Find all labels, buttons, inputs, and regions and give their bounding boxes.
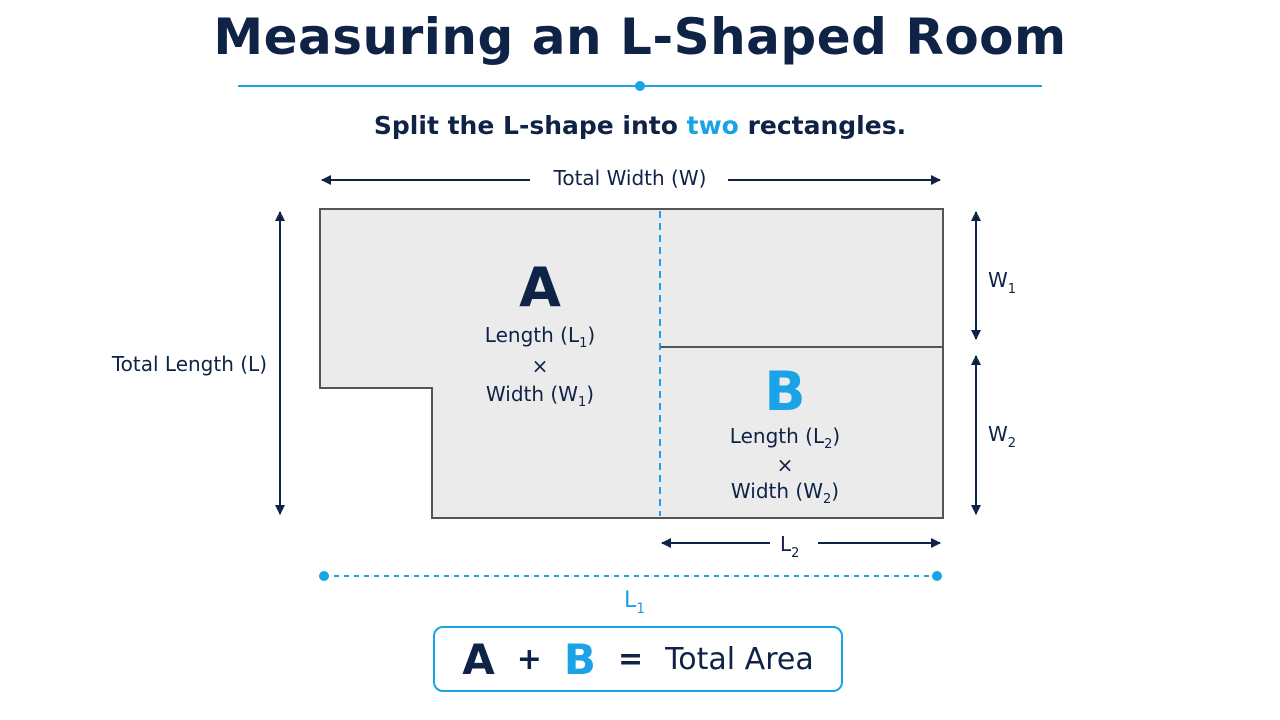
w1-label-main: W	[988, 268, 1008, 292]
section-a-times: ×	[532, 354, 549, 378]
l1-label-sub: 1	[636, 601, 645, 617]
equation-b: B	[563, 634, 596, 684]
w2-label-sub: 2	[1008, 436, 1016, 451]
l1-dot-left	[319, 571, 329, 581]
page-title: Measuring an L-Shaped Room	[213, 8, 1067, 66]
section-b-width: Width (W2)	[731, 479, 839, 507]
section-b-length-close: )	[832, 424, 840, 448]
section-b-width-main: Width (W	[731, 479, 823, 503]
total-length-label: Total Length (L)	[111, 352, 267, 376]
section-b-width-close: )	[831, 479, 839, 503]
section-a-width: Width (W1)	[486, 382, 594, 410]
l1-dot-right	[932, 571, 942, 581]
section-a-length-close: )	[587, 323, 595, 347]
section-b-letter: B	[764, 360, 805, 423]
l1-label: L1	[624, 588, 645, 617]
w2-label: W2	[988, 422, 1016, 451]
equation-plus: +	[516, 641, 542, 677]
section-b-times: ×	[777, 453, 794, 477]
section-b-length: Length (L2)	[730, 424, 840, 452]
subtitle: Split the L-shape into two rectangles.	[0, 111, 1280, 140]
subtitle-before: Split the L-shape into	[373, 111, 687, 140]
section-a-length: Length (L1)	[485, 323, 595, 351]
section-b-width-sub: 2	[823, 492, 831, 507]
section-b-length-sub: 2	[824, 437, 832, 452]
l2-label-sub: 2	[791, 546, 799, 561]
equation-a: A	[462, 634, 495, 684]
title-underline-dot	[635, 81, 645, 91]
equation-equals: =	[617, 641, 644, 677]
section-a-length-main: Length (L	[485, 323, 580, 347]
l1-label-main: L	[624, 588, 637, 613]
w1-label: W1	[988, 268, 1016, 297]
subtitle-after: rectangles.	[738, 111, 907, 140]
total-area-equation: A + B = Total Area	[433, 626, 843, 692]
section-a-width-sub: 1	[578, 395, 586, 410]
w2-label-main: W	[988, 422, 1008, 446]
section-b-length-main: Length (L	[730, 424, 825, 448]
section-a-width-main: Width (W	[486, 382, 578, 406]
room-outline	[319, 208, 944, 519]
section-a-width-close: )	[586, 382, 594, 406]
w1-label-sub: 1	[1008, 282, 1016, 297]
l2-label: L2	[780, 532, 799, 561]
equation-result: Total Area	[665, 641, 814, 677]
section-a-length-sub: 1	[579, 336, 587, 351]
l2-label-main: L	[780, 532, 792, 556]
subtitle-highlight: two	[686, 111, 739, 140]
total-width-label: Total Width (W)	[553, 166, 707, 190]
section-a-letter: A	[519, 256, 561, 319]
